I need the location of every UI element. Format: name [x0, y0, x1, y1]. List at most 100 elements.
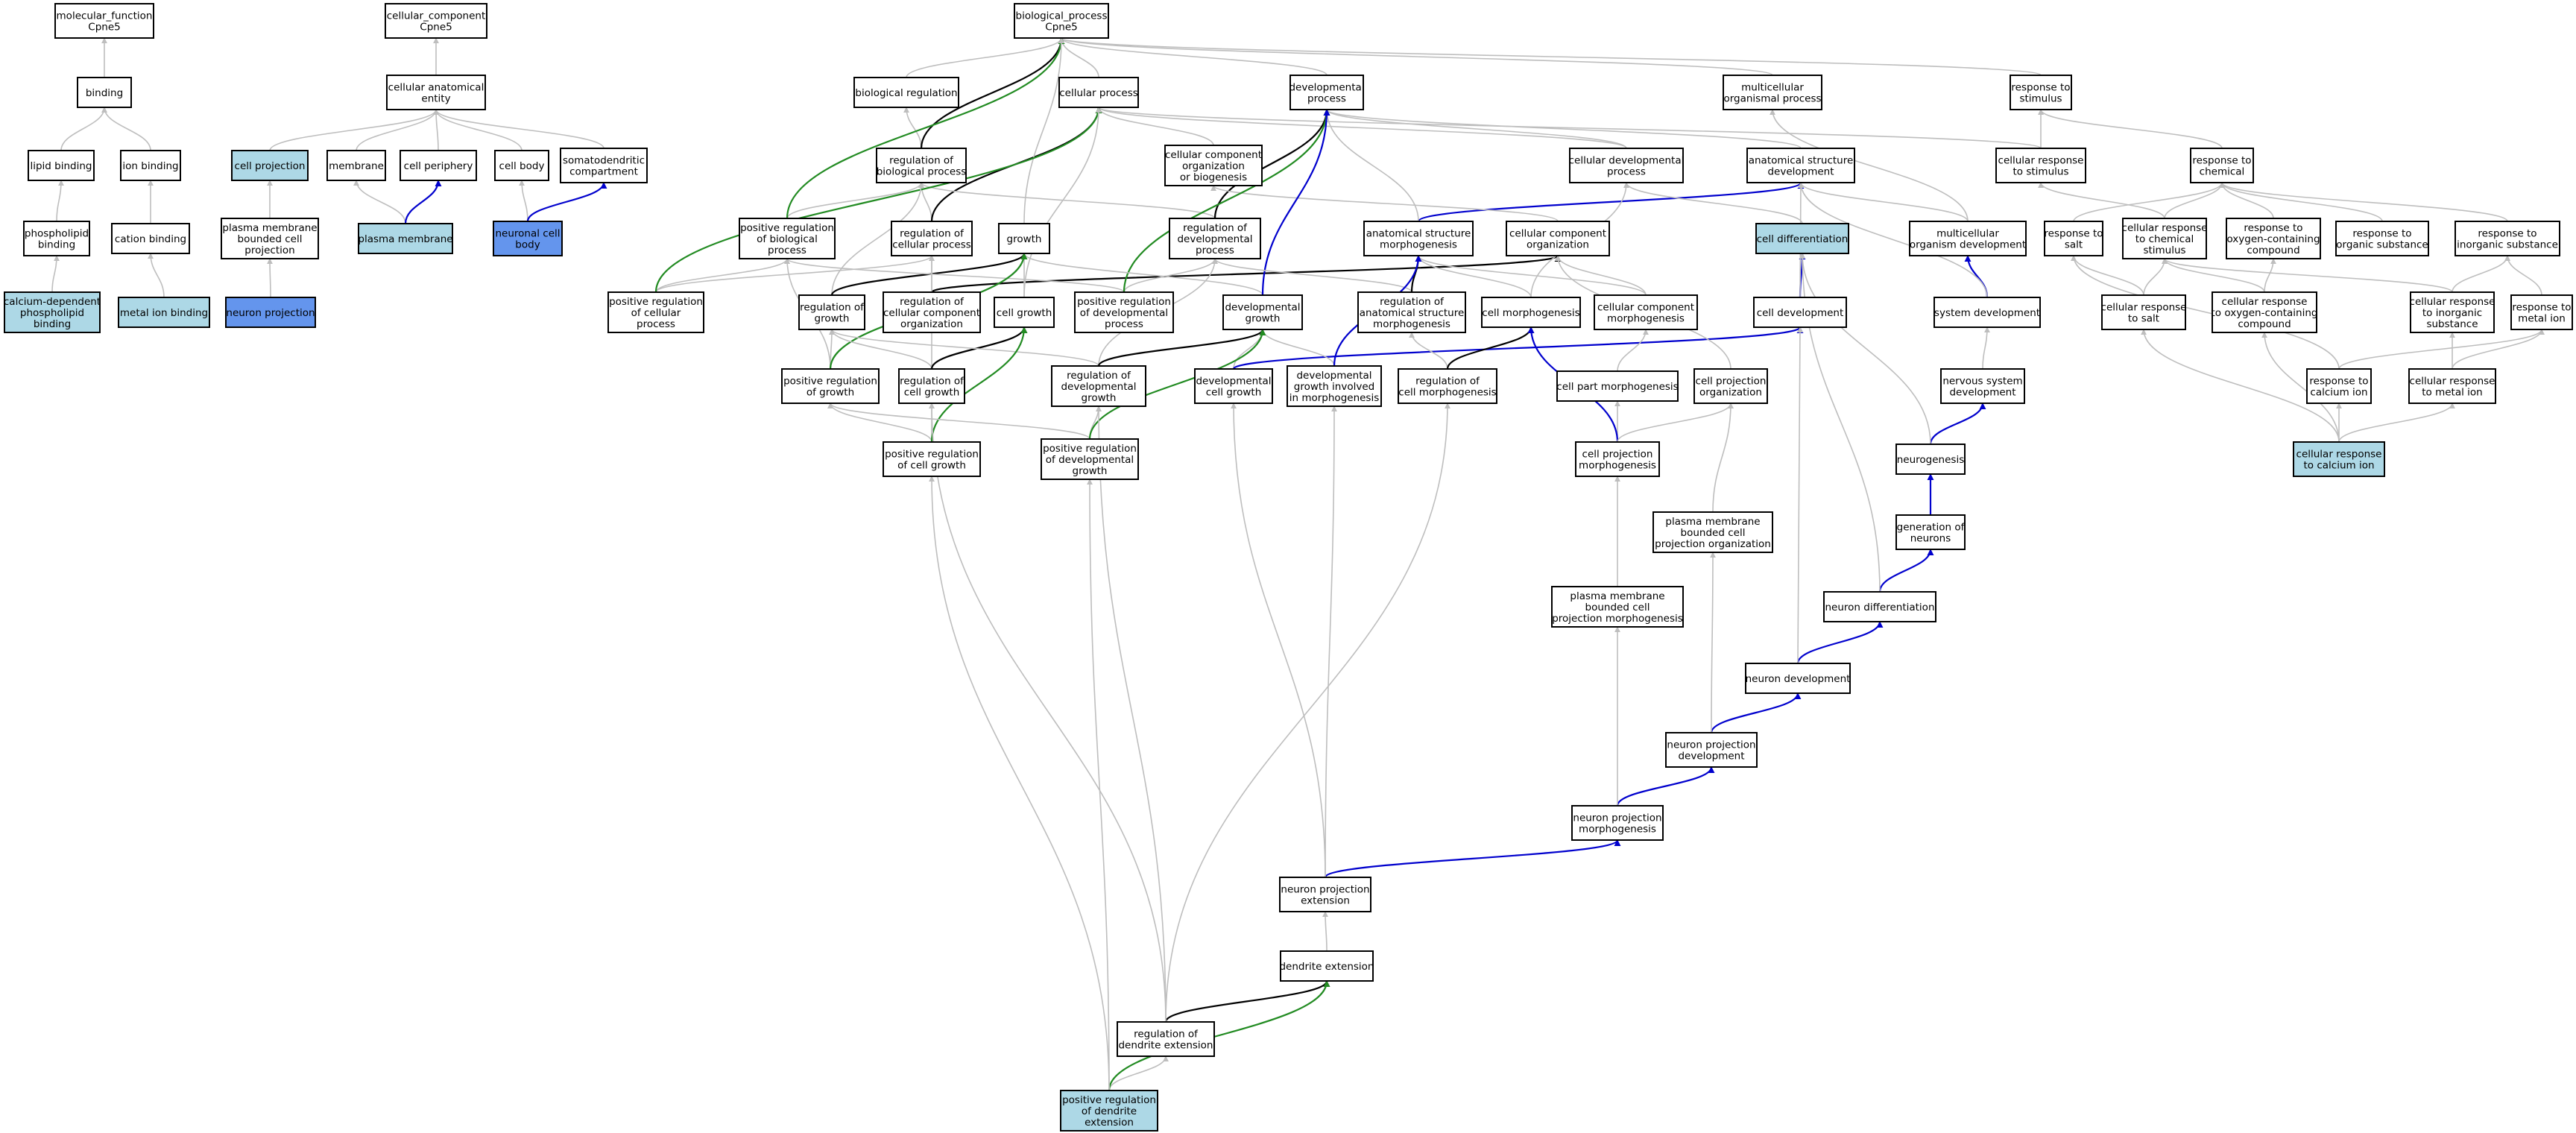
- node-label-line: regulation of: [1183, 222, 1248, 234]
- node-label-line: response to: [2192, 155, 2251, 167]
- node-box: [1222, 294, 1303, 330]
- edge-resp_inorganic-to-response_to_chemical: [2219, 182, 2508, 222]
- node-label-line: organization: [1182, 160, 1245, 172]
- node-cell-body: cell body: [494, 150, 549, 181]
- node-label-line: cellular anatomical: [388, 82, 484, 94]
- node-box: [781, 368, 880, 404]
- edge-pos_reg_cp-to-pos_reg_bp: [655, 258, 790, 293]
- node-label-line: developmental: [1196, 376, 1271, 388]
- edge-reg_cco-to-cco: [930, 254, 1562, 294]
- node-box: [1551, 586, 1684, 628]
- node-label-line: positive regulation: [1043, 443, 1137, 455]
- node-label-line: process: [1607, 166, 1646, 178]
- node-label-line: cell growth: [1206, 387, 1262, 399]
- edge-pos_reg_cell_growth-to-pos_reg_growth: [827, 403, 932, 443]
- node-label-line: neuron projection: [1281, 884, 1369, 896]
- edge-pos_reg_dendrite_ext-to-dendrite_ext: [1108, 980, 1330, 1091]
- edge-neurogenesis-to-cell_differentiation: [1799, 253, 1931, 445]
- edge-plasma_membrane-to-cell_periphery: [404, 180, 442, 224]
- node-label-line: binding: [34, 318, 71, 330]
- node-label-line: plasma membrane: [1665, 516, 1760, 528]
- edge-reg_cell_morph-to-cell_morphogenesis: [1446, 326, 1535, 370]
- node-label-line: projection: [244, 244, 294, 256]
- edge-pos_reg_dev-to-reg_dev_process: [1123, 258, 1218, 293]
- node-label-line: organization: [1527, 239, 1589, 251]
- node-box: [231, 150, 309, 181]
- edge-neurogenesis-to-nsd: [1929, 403, 1986, 445]
- node-label-line: projection organization: [1655, 538, 1771, 550]
- node-label-line: response to: [2044, 228, 2103, 240]
- node-box: [607, 291, 704, 333]
- node-label-line: metal ion: [2518, 313, 2566, 325]
- node-label-line: cell development: [1757, 307, 1844, 319]
- node-label-line: regulation of: [900, 228, 965, 240]
- node-neuron-dev: neuron development: [1745, 663, 1851, 694]
- node-box: [891, 221, 973, 256]
- node-label-line: chemical: [2200, 166, 2245, 178]
- node-label-line: Cpne5: [88, 22, 120, 34]
- node-label-line: regulation of: [1134, 1029, 1199, 1041]
- node-label-line: of developmental: [1046, 454, 1134, 466]
- node-box: [2226, 218, 2321, 259]
- edge-pos_reg_bp-to-reg_bp: [786, 182, 924, 219]
- edge-developmental_process-to-bp: [1058, 37, 1328, 76]
- node-label-line: substance: [2426, 318, 2478, 330]
- node-box: [1060, 1090, 1158, 1132]
- node-label-line: compartment: [569, 166, 638, 178]
- node-label-line: neuronal cell: [495, 228, 560, 240]
- edge-metal_ion_binding-to-cation_binding: [148, 253, 165, 298]
- node-label-line: plasma membrane: [358, 233, 452, 245]
- node-label-line: organic substance: [2336, 239, 2428, 251]
- node-label-line: cell periphery: [404, 160, 473, 172]
- node-label-line: of cellular: [631, 307, 681, 319]
- node-label-line: cellular response: [2410, 376, 2496, 388]
- node-growth: growth: [998, 223, 1050, 254]
- edge-npe-to-dev_growth_morph: [1325, 405, 1337, 878]
- node-neuron-diff: neuron differentiation: [1823, 591, 1936, 622]
- edge-reg_cell_growth-to-reg_growth: [829, 329, 932, 370]
- node-box: [493, 221, 563, 256]
- node-label-line: binding: [86, 87, 123, 99]
- node-box: [2293, 441, 2385, 477]
- edge-cell_resp_calcium-to-cell_resp_salt: [2141, 329, 2340, 443]
- edge-somatodendritic-to-cae: [433, 109, 604, 149]
- node-box: [1289, 75, 1364, 110]
- node-box: [798, 294, 865, 330]
- edge-pos_reg_cp-to-cellular_process: [654, 107, 1102, 293]
- node-label-line: extension: [1085, 1117, 1134, 1129]
- edge-cell_dev_process-to-cellular_process: [1096, 107, 1627, 149]
- node-box: [1398, 368, 1497, 404]
- node-box: [118, 297, 210, 328]
- node-label-line: cellular component: [1597, 302, 1694, 314]
- node-label-line: cell projection: [1582, 449, 1653, 461]
- node-label-line: compound: [2238, 318, 2291, 330]
- node-box: [1164, 145, 1263, 186]
- node-label-line: cell growth: [997, 307, 1052, 319]
- node-label-line: developmental: [1061, 381, 1136, 393]
- node-box: [326, 150, 386, 181]
- node-membrane: membrane: [326, 150, 386, 181]
- node-box: [1995, 148, 2086, 183]
- edge-npe-to-dev_cell_growth: [1231, 403, 1326, 878]
- edge-cellular_response_stim-to-cellular_process: [1096, 107, 2042, 149]
- node-box: [2410, 291, 2495, 333]
- node-label-line: regulation of: [900, 376, 965, 388]
- node-label-line: of developmental: [1080, 307, 1168, 319]
- edge-phospholipid_binding-to-lipid_binding: [56, 180, 64, 222]
- node-box: [120, 150, 181, 181]
- node-label-line: neuron development: [1746, 673, 1851, 685]
- node-box: [1652, 511, 1773, 553]
- node-binding: binding: [77, 77, 132, 108]
- edge-pos_reg_dev-to-developmental_process: [1123, 109, 1330, 293]
- node-label-line: calcium-dependent: [4, 296, 101, 308]
- node-label-line: body: [515, 239, 540, 251]
- node-label-line: system development: [1934, 307, 2040, 319]
